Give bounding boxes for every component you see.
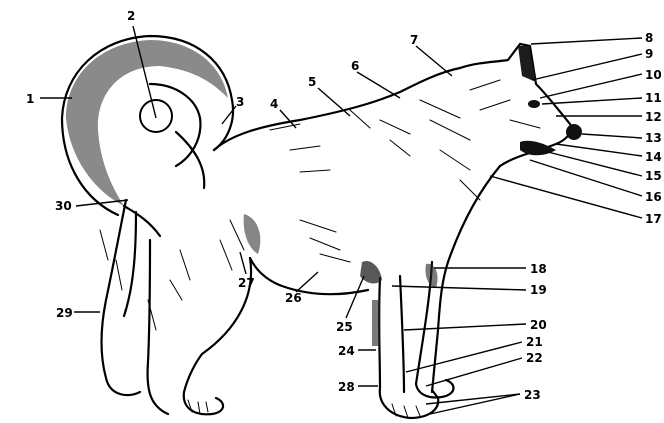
label-25: 25: [336, 320, 353, 334]
leader-16: [530, 160, 642, 196]
leader-11: [542, 98, 642, 104]
label-23: 23: [524, 388, 541, 402]
label-12: 12: [645, 110, 662, 124]
label-20: 20: [530, 318, 547, 332]
rear-paw-toes: [188, 400, 208, 414]
label-14: 14: [645, 150, 662, 164]
label-11: 11: [645, 91, 662, 105]
back-line: [214, 68, 460, 150]
label-1: 1: [26, 92, 34, 106]
belly-line: [250, 258, 368, 294]
label-21: 21: [526, 335, 543, 349]
label-7: 7: [410, 33, 418, 47]
front-paw-toes: [392, 404, 420, 418]
leader-8: [531, 38, 642, 44]
label-5: 5: [308, 75, 316, 89]
dog-drawing: [62, 36, 582, 418]
stifle-shading: [244, 214, 261, 254]
leader-4: [280, 110, 296, 128]
leader-9: [532, 54, 642, 80]
leader-26: [296, 272, 318, 292]
leader-17: [490, 176, 642, 218]
label-24: 24: [338, 344, 355, 358]
label-13: 13: [645, 131, 662, 145]
leader-20: [404, 324, 526, 330]
rear-leg-far: [102, 200, 141, 395]
label-22: 22: [526, 351, 543, 365]
leader-15: [548, 152, 642, 176]
label-2: 2: [127, 9, 135, 23]
label-3: 3: [236, 95, 244, 109]
leader-6: [357, 72, 400, 98]
leader-19: [392, 286, 526, 290]
label-10: 10: [645, 68, 662, 82]
label-29: 29: [56, 306, 73, 320]
label-17: 17: [645, 212, 662, 226]
leader-7: [416, 46, 452, 76]
rear-leg-far-back: [124, 212, 136, 316]
leader-21: [406, 342, 522, 372]
label-4: 4: [270, 97, 278, 111]
label-28: 28: [338, 380, 355, 394]
shin-shading: [372, 300, 380, 346]
front-leg-near-inner: [400, 276, 404, 392]
tail-tip: [176, 132, 204, 188]
leader-25: [346, 276, 364, 318]
label-9: 9: [645, 47, 653, 61]
chest-line: [432, 166, 500, 392]
leader-27: [240, 252, 246, 274]
rump-line: [124, 206, 160, 236]
leader-14: [556, 144, 642, 156]
label-30: 30: [55, 199, 72, 213]
leader-23a: [426, 394, 520, 404]
leader-13: [582, 134, 642, 138]
rear-leg-near-front: [148, 240, 168, 414]
label-18: 18: [530, 262, 547, 276]
label-16: 16: [645, 190, 662, 204]
label-8: 8: [645, 31, 653, 45]
elbow-shading: [360, 261, 382, 284]
nose: [566, 124, 582, 140]
head-outline: [460, 44, 571, 166]
leader-22: [426, 358, 522, 386]
label-6: 6: [351, 59, 359, 73]
label-19: 19: [530, 283, 547, 297]
leader-10: [540, 74, 642, 98]
label-26: 26: [285, 291, 302, 305]
eye: [528, 100, 540, 108]
label-27: 27: [238, 276, 255, 290]
label-15: 15: [645, 169, 662, 183]
